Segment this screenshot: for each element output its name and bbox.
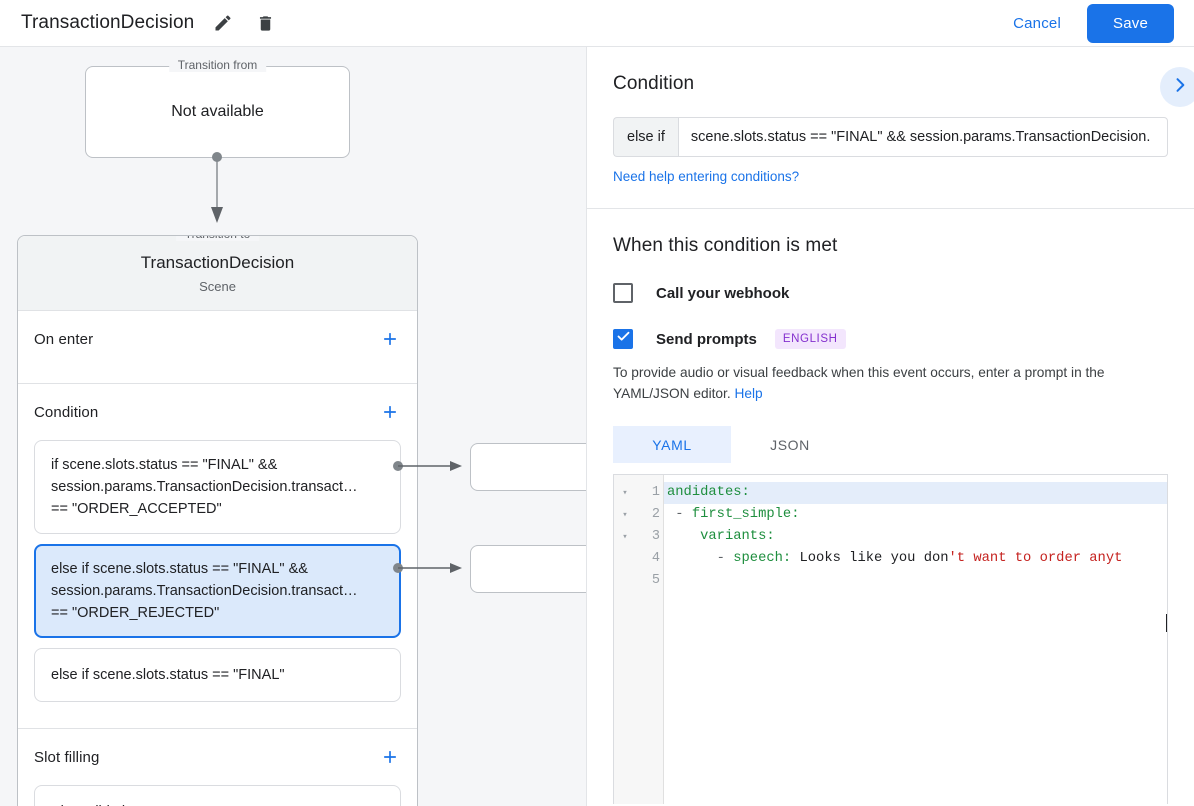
when-condition-met-section: When this condition is met Call your web… [587, 209, 1194, 804]
transition-from-legend: Transition from [168, 58, 267, 72]
code-string: 't want to order anyt [948, 551, 1123, 566]
condition-section: Condition else if Need help entering con… [587, 47, 1194, 209]
code-plain: Looks like you don [791, 551, 949, 566]
call-webhook-checkbox[interactable] [613, 283, 633, 303]
transition-from-value: Not available [171, 103, 264, 120]
text-caret [1166, 614, 1167, 632]
scene-type: Scene [199, 278, 236, 294]
transition-from-box[interactable]: Transition from Not available [85, 58, 350, 158]
transition-to-box: Transition to TransactionDecision Scene … [17, 235, 418, 806]
line-number: 1 [651, 485, 660, 500]
code-key: andidates: [667, 485, 750, 500]
code-indent: - [667, 507, 692, 522]
editor-line-numbers: 1 2 3 4 5 [636, 475, 664, 804]
check-icon [616, 329, 631, 349]
add-on-enter-button[interactable] [379, 328, 401, 350]
code-line: - first_simple: [664, 504, 1167, 526]
plus-icon [380, 747, 400, 767]
section-slot-filling-head: Slot filling [34, 729, 401, 785]
code-line [664, 570, 1167, 592]
transition-to-legend: Transition to [175, 236, 260, 241]
app-header: TransactionDecision Cancel Save [0, 0, 1194, 47]
send-prompts-checkbox[interactable] [613, 329, 633, 349]
send-prompts-label: Send prompts [656, 330, 757, 348]
code-indent [667, 529, 700, 544]
tab-yaml[interactable]: YAML [613, 426, 731, 463]
section-slot-filling-title: Slot filling [34, 748, 100, 766]
code-line: andidates: [664, 482, 1167, 504]
save-button[interactable]: Save [1087, 3, 1174, 43]
condition-target-box[interactable] [470, 443, 586, 491]
condition-card[interactable]: else if scene.slots.status == "FINAL" [34, 648, 401, 702]
webhook-row: Call your webhook [613, 283, 1168, 303]
line-number: 5 [651, 573, 660, 588]
section-condition: Condition if scene.slots.status == "FINA… [18, 384, 417, 729]
scene-header[interactable]: TransactionDecision Scene [18, 236, 417, 311]
delete-button[interactable] [252, 10, 278, 36]
prompts-description: To provide audio or visual feedback when… [613, 362, 1168, 404]
cancel-button[interactable]: Cancel [1001, 7, 1073, 40]
plus-icon [380, 329, 400, 349]
fold-toggle[interactable]: ▾ [622, 532, 628, 542]
code-line: variants: [664, 526, 1167, 548]
editor-code-area[interactable]: andidates: - first_simple: variants: - s… [664, 475, 1167, 804]
line-number: 2 [651, 507, 660, 522]
condition-prefix-label: else if [613, 117, 678, 157]
editor-format-tabs: YAML JSON [613, 426, 1168, 463]
condition-card[interactable]: else if scene.slots.status == "FINAL" &&… [34, 544, 401, 638]
section-condition-head: Condition [34, 384, 401, 440]
section-on-enter-head: On enter [34, 311, 401, 367]
slot-validation-card[interactable]: Slot validation [34, 785, 401, 806]
scene-name: TransactionDecision [140, 252, 295, 272]
tab-json[interactable]: JSON [770, 436, 810, 453]
code-key: speech: [733, 551, 792, 566]
fold-toggle[interactable]: ▾ [622, 488, 628, 498]
call-webhook-label: Call your webhook [656, 284, 790, 302]
edit-title-button[interactable] [210, 10, 236, 36]
section-slot-filling: Slot filling Slot validation [18, 729, 417, 806]
prompts-help-link[interactable]: Help [734, 386, 763, 401]
section-on-enter-title: On enter [34, 330, 94, 348]
line-number: 3 [651, 529, 660, 544]
section-on-enter: On enter [18, 311, 417, 384]
plus-icon [380, 402, 400, 422]
when-condition-title: When this condition is met [613, 235, 838, 256]
flow-canvas[interactable]: Transition from Not available Transition… [0, 47, 586, 806]
code-key: first_simple: [691, 507, 800, 522]
code-line: - speech: Looks like you don't want to o… [664, 548, 1167, 570]
fold-toggle[interactable]: ▾ [622, 510, 628, 520]
language-badge: ENGLISH [774, 329, 846, 349]
trash-icon [256, 14, 275, 33]
collapse-panel-button[interactable] [1160, 67, 1194, 107]
condition-input-row: else if [613, 117, 1168, 157]
add-condition-button[interactable] [379, 401, 401, 423]
details-panel: Condition else if Need help entering con… [586, 47, 1194, 806]
condition-card[interactable]: if scene.slots.status == "FINAL" && sess… [34, 440, 401, 534]
section-condition-title: Condition [34, 403, 99, 421]
code-editor[interactable]: ▾ ▾ ▾ 1 2 3 4 5 andidates: - first_simpl… [613, 474, 1168, 804]
condition-help-link[interactable]: Need help entering conditions? [613, 169, 800, 184]
prompts-description-text: To provide audio or visual feedback when… [613, 365, 1105, 401]
condition-target-box[interactable] [470, 545, 586, 593]
code-indent: - [667, 551, 734, 566]
editor-fold-column: ▾ ▾ ▾ [614, 475, 636, 804]
page-title: TransactionDecision [21, 12, 195, 33]
panel-title: Condition [613, 73, 695, 94]
add-slot-filling-button[interactable] [379, 746, 401, 768]
send-prompts-row: Send prompts ENGLISH [613, 329, 1168, 349]
line-number: 4 [651, 551, 660, 566]
code-key: variants: [700, 529, 775, 544]
condition-input[interactable] [677, 117, 1168, 157]
pencil-icon [213, 13, 233, 33]
chevron-right-icon [1170, 75, 1190, 100]
